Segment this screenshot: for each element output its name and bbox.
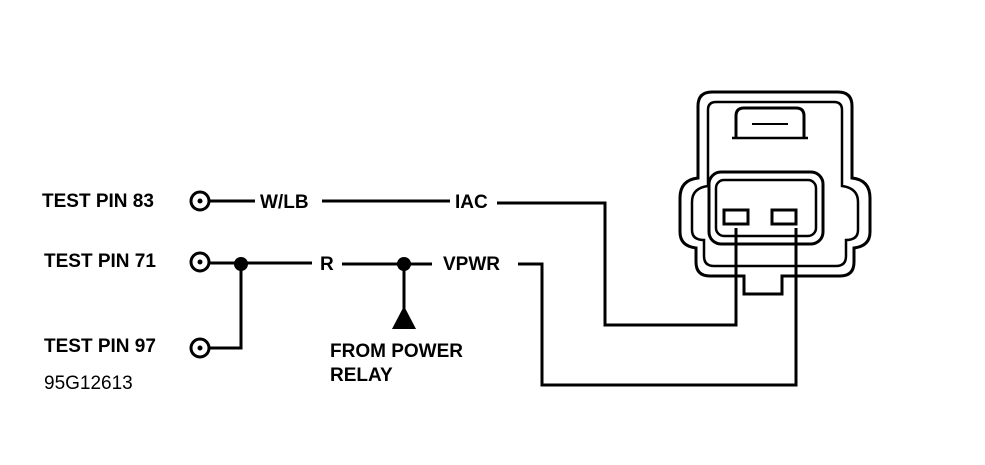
- power-source-arrow-icon: [392, 306, 416, 329]
- wire-iac-run: [497, 201, 738, 327]
- wire-iac-label: IAC: [455, 192, 488, 213]
- iac-connector-icon: [678, 90, 872, 296]
- power-source-label-line-1: FROM POWER: [330, 341, 463, 362]
- figure-code: 95G12613: [44, 373, 133, 394]
- power-source-label-line-2: RELAY: [330, 365, 393, 386]
- wire-pin-97-jumper: [209, 264, 243, 350]
- test-pin-71-terminal: [189, 251, 211, 273]
- test-pin-97-terminal: [189, 337, 211, 359]
- wire-vpwr-run: [518, 228, 798, 387]
- iac-connector-terminal-2: [770, 208, 798, 226]
- wire-vpwr-label: VPWR: [443, 254, 500, 275]
- iac-connector-terminal-1: [722, 208, 750, 226]
- test-pin-83-label: TEST PIN 83: [42, 191, 154, 212]
- wire-w-lb-label: W/LB: [260, 192, 309, 213]
- wire-r-label: R: [320, 254, 334, 275]
- test-pin-71-label: TEST PIN 71: [44, 251, 156, 272]
- test-pin-97-label: TEST PIN 97: [44, 336, 156, 357]
- test-pin-83-terminal: [189, 190, 211, 212]
